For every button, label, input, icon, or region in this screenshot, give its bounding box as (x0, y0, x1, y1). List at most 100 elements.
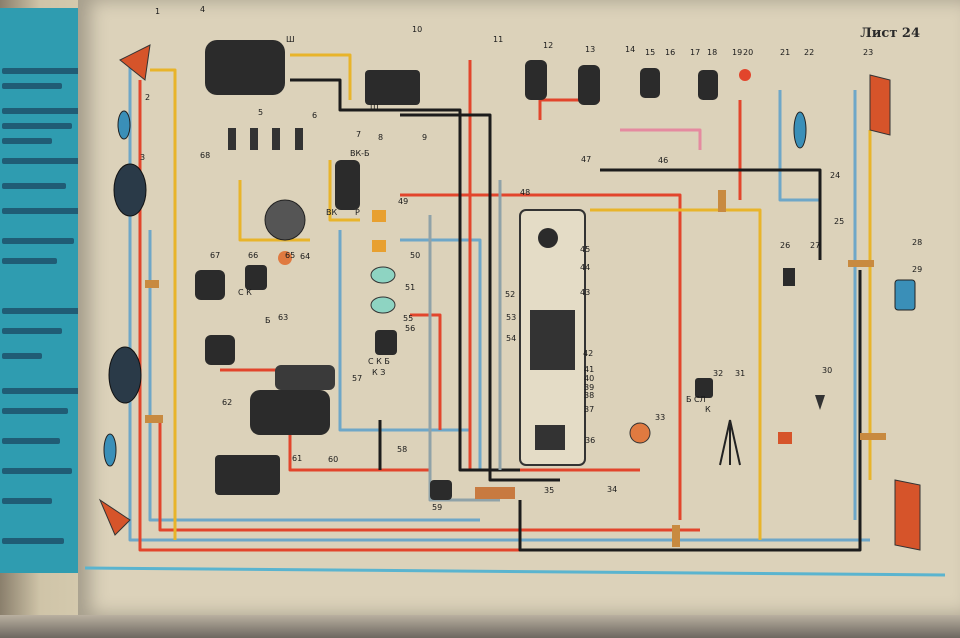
wire-red (400, 193, 682, 520)
coil-6 (335, 160, 360, 210)
component-number-29: 29 (912, 265, 922, 274)
component-number-64: 64 (300, 252, 310, 261)
lamp-23 (869, 74, 891, 136)
lamp-55 (370, 296, 396, 314)
component-number-44: 44 (580, 263, 590, 272)
sheet-label: Лист 24 (860, 26, 920, 41)
component-number-46: 46 (658, 156, 668, 165)
component-number-26: 26 (780, 241, 790, 250)
wire-blue (778, 90, 820, 202)
component-number-66: 66 (248, 251, 258, 260)
switch-26 (783, 268, 795, 286)
terminal-label: Р (355, 208, 360, 217)
relay-10 (365, 70, 420, 105)
motor-18 (698, 70, 718, 100)
connector-block (860, 433, 886, 440)
terminal-label: С К Б (368, 357, 390, 366)
component-number-31: 31 (735, 369, 745, 378)
connector-block (145, 280, 159, 288)
component-number-51: 51 (405, 283, 415, 292)
component-number-32: 32 (713, 369, 723, 378)
component-number-50: 50 (410, 251, 420, 260)
component-number-21: 21 (780, 48, 790, 57)
headlamp-left-lower (108, 346, 142, 404)
connector-block (672, 525, 680, 547)
component-number-8: 8 (378, 133, 383, 142)
component-number-6: 6 (312, 111, 317, 120)
relay-32 (695, 378, 713, 398)
relay-66 (245, 265, 267, 290)
terminal-label: К З (372, 368, 385, 377)
component-number-14: 14 (625, 45, 635, 54)
component-number-13: 13 (585, 45, 595, 54)
component-number-58: 58 (397, 445, 407, 454)
gauge-45 (538, 228, 558, 248)
spark-plug-68a (228, 128, 236, 150)
component-number-17: 17 (690, 48, 700, 57)
wire-blue (128, 60, 870, 542)
wire-black (600, 168, 822, 260)
lamp-51 (370, 266, 396, 284)
switch-59 (430, 480, 452, 500)
terminal-label: Ш (286, 35, 295, 44)
component-shapes (98, 40, 921, 551)
sensor-64 (278, 251, 292, 265)
component-number-63: 63 (278, 313, 288, 322)
component-number-65: 65 (285, 251, 295, 260)
component-number-35: 35 (544, 486, 554, 495)
lamp-right-bottom (894, 479, 921, 551)
component-number-67: 67 (210, 251, 220, 260)
terminal-label: Ш (370, 103, 379, 112)
wire-red (410, 313, 442, 430)
component-number-5: 5 (258, 108, 263, 117)
component-number-33: 33 (655, 413, 665, 422)
motor-15 (640, 68, 660, 98)
connector-block (718, 190, 726, 212)
component-number-18: 18 (707, 48, 717, 57)
table-surface (0, 615, 960, 638)
component-number-27: 27 (810, 241, 820, 250)
wire-pink (620, 128, 702, 150)
component-number-42: 42 (583, 349, 593, 358)
terminal-label: Б (265, 316, 271, 325)
lamp-1 (119, 44, 151, 81)
lamp-left-bottom (98, 498, 131, 536)
wires (128, 53, 872, 552)
wire-yellow (328, 160, 360, 222)
component-number-30: 30 (822, 366, 832, 375)
starter-62 (250, 390, 330, 435)
component-number-39: 39 (584, 383, 594, 392)
wire-red (138, 80, 520, 552)
lamp-29 (894, 279, 916, 311)
horn-lower (205, 335, 235, 365)
component-number-57: 57 (352, 374, 362, 383)
component-number-45: 45 (580, 245, 590, 254)
component-number-24: 24 (830, 171, 840, 180)
component-number-22: 22 (804, 48, 814, 57)
wire-blue (338, 230, 470, 432)
component-number-52: 52 (505, 290, 515, 299)
component-number-10: 10 (412, 25, 422, 34)
lamp-30-housing (778, 432, 792, 444)
component-number-37: 37 (584, 405, 594, 414)
wire-yellow (150, 68, 177, 540)
switch-50 (372, 240, 386, 252)
terminal-label: Б СЛ (686, 395, 706, 404)
component-number-20: 20 (743, 48, 753, 57)
wire-grey (428, 215, 500, 502)
lamp-20 (739, 69, 751, 81)
speedometer-53 (530, 310, 575, 370)
component-number-34: 34 (607, 485, 617, 494)
terminal-label: С К (238, 288, 252, 297)
component-number-62: 62 (222, 398, 232, 407)
component-number-43: 43 (580, 288, 590, 297)
distributor-65 (264, 199, 306, 241)
component-number-40: 40 (584, 374, 594, 383)
component-number-36: 36 (585, 436, 595, 445)
terminal-label: К (705, 405, 711, 414)
fuse-35 (475, 487, 515, 499)
component-number-25: 25 (834, 217, 844, 226)
component-number-15: 15 (645, 48, 655, 57)
